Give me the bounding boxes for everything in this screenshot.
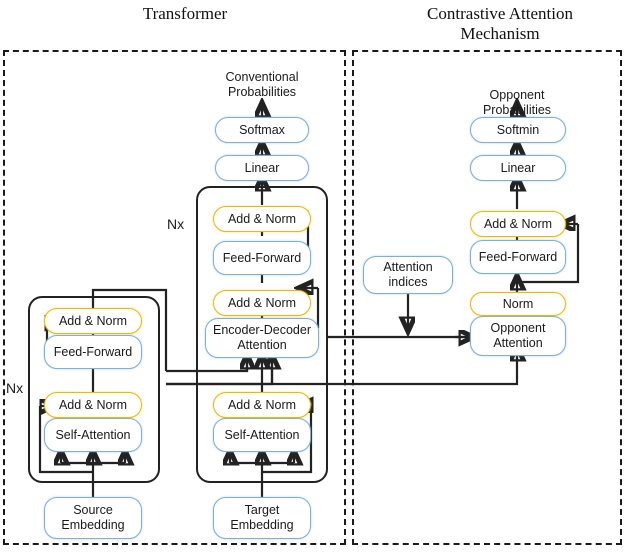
transformer-panel [3, 50, 346, 545]
decoder-repeat-label: Nx [167, 216, 185, 232]
contrastive-norm-node[interactable]: Norm [470, 292, 566, 316]
conventional-probabilities-label: Conventional Probabilities [225, 70, 299, 99]
opponent-probabilities-label: Opponent Probabilities [482, 88, 552, 117]
contrastive-add-norm-node[interactable]: Add & Norm [470, 211, 566, 237]
decoder-softmax-node[interactable]: Softmax [215, 117, 309, 143]
decoder-linear-node[interactable]: Linear [215, 155, 309, 181]
left-panel-title: Transformer [142, 4, 228, 23]
contrastive-softmin-node[interactable]: Softmin [470, 117, 566, 143]
decoder-self-attention-node[interactable]: Self-Attention [213, 418, 311, 452]
encoder-feed-forward-node[interactable]: Feed-Forward [44, 335, 142, 369]
target-embedding-node[interactable]: Target Embedding [213, 497, 311, 539]
encoder-self-attention-node[interactable]: Self-Attention [44, 418, 142, 452]
contrastive-panel [352, 50, 622, 545]
encoder-decoder-attention-node[interactable]: Encoder-Decoder Attention [205, 318, 319, 358]
decoder-feed-forward-node[interactable]: Feed-Forward [213, 241, 311, 275]
right-panel-title: Contrastive Attention Mechanism [427, 4, 573, 43]
opponent-attention-node[interactable]: Opponent Attention [470, 316, 566, 356]
source-embedding-node[interactable]: Source Embedding [44, 497, 142, 539]
encoder-add-norm-2-node[interactable]: Add & Norm [44, 308, 142, 334]
encoder-add-norm-1-node[interactable]: Add & Norm [44, 392, 142, 418]
attention-indices-node[interactable]: Attention indices [363, 256, 453, 294]
decoder-add-norm-1-node[interactable]: Add & Norm [213, 392, 311, 418]
decoder-add-norm-3-node[interactable]: Add & Norm [213, 206, 311, 232]
contrastive-linear-node[interactable]: Linear [470, 155, 566, 181]
decoder-add-norm-2-node[interactable]: Add & Norm [213, 290, 311, 316]
contrastive-feed-forward-node[interactable]: Feed-Forward [470, 240, 566, 274]
encoder-repeat-label: Nx [6, 380, 24, 396]
